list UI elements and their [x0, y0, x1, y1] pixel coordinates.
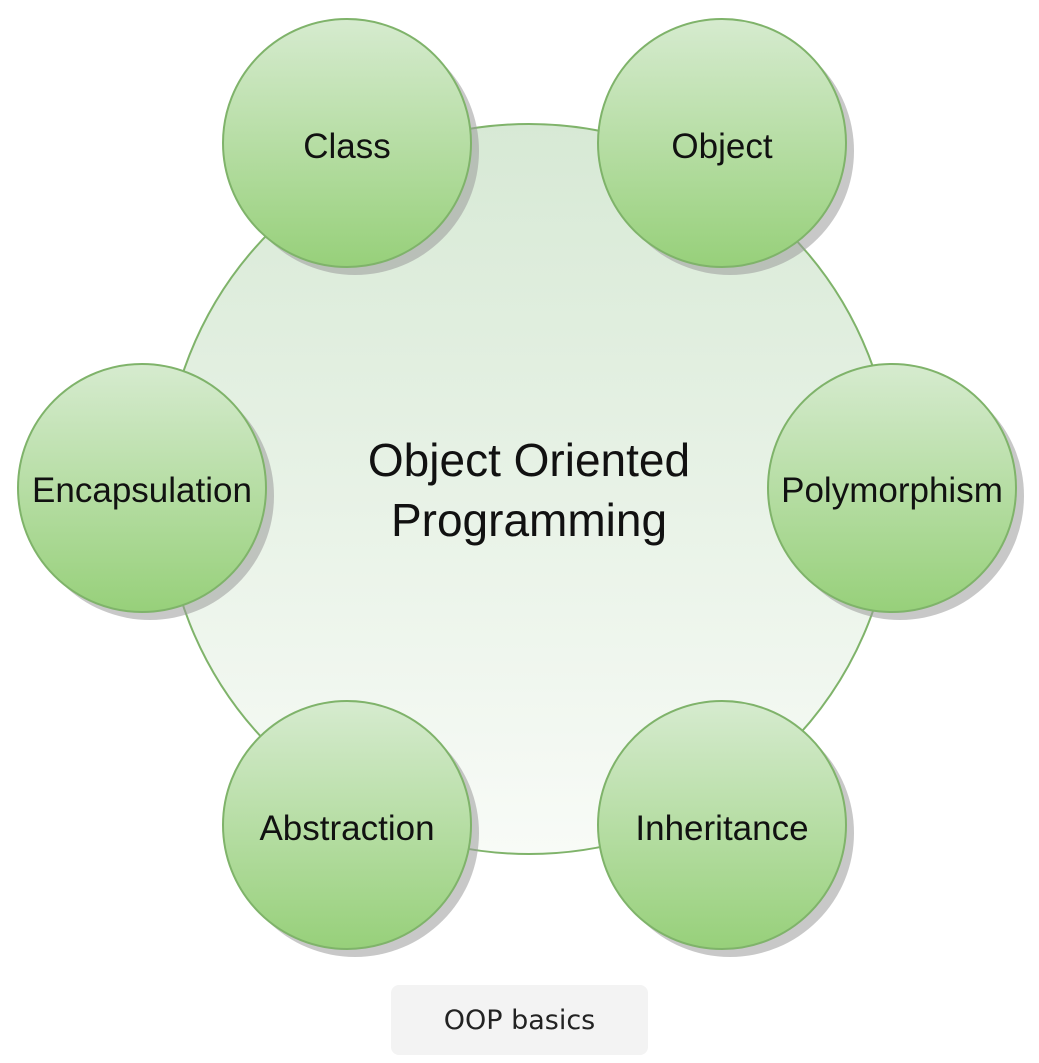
node-encapsulation-circle [17, 363, 267, 613]
node-inheritance-label: Inheritance [635, 809, 808, 848]
node-encapsulation-label: Encapsulation [32, 471, 252, 510]
node-inheritance: Inheritance [597, 700, 854, 957]
node-object-label: Object [671, 127, 772, 166]
node-object: Object [597, 18, 854, 275]
node-object-circle [597, 18, 847, 268]
caption-box: OOP basics [391, 985, 648, 1055]
caption-text: OOP basics [443, 1004, 596, 1036]
center-label-line2: Programming [391, 494, 667, 546]
node-polymorphism: Polymorphism [767, 363, 1024, 620]
node-encapsulation: Encapsulation [17, 363, 274, 620]
node-class-circle [222, 18, 472, 268]
node-abstraction-circle [222, 700, 472, 950]
node-polymorphism-label: Polymorphism [781, 471, 1003, 510]
node-abstraction-label: Abstraction [259, 809, 434, 848]
node-abstraction: Abstraction [222, 700, 479, 957]
node-polymorphism-circle [767, 363, 1017, 613]
node-class: Class [222, 18, 479, 275]
node-class-label: Class [303, 127, 391, 166]
center-label-line1: Object Oriented [368, 434, 690, 486]
node-inheritance-circle [597, 700, 847, 950]
